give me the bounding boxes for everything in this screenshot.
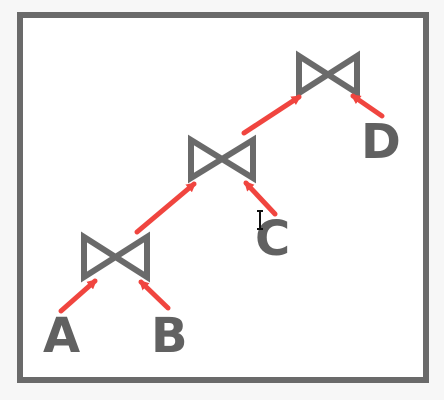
- join-node-top: [296, 50, 360, 99]
- text-cursor-icon: [257, 210, 263, 230]
- edge-a-to-bottom: [58, 278, 98, 314]
- bowtie-join-icon: [296, 50, 360, 99]
- edge-middle-to-top: [241, 94, 302, 136]
- diagram-frame: [17, 12, 429, 383]
- join-node-bottom: [81, 231, 150, 283]
- leaf-label-a: A: [43, 308, 80, 364]
- bowtie-join-icon: [81, 231, 150, 283]
- edge-b-to-bottom: [138, 279, 171, 311]
- join-node-middle: [188, 134, 256, 184]
- leaf-label-d: D: [361, 114, 401, 170]
- bowtie-join-icon: [188, 134, 256, 184]
- edge-d-to-top: [350, 93, 385, 119]
- leaf-label-b: B: [151, 308, 188, 364]
- edge-bottom-to-middle: [134, 181, 197, 235]
- edge-c-to-middle: [243, 180, 278, 217]
